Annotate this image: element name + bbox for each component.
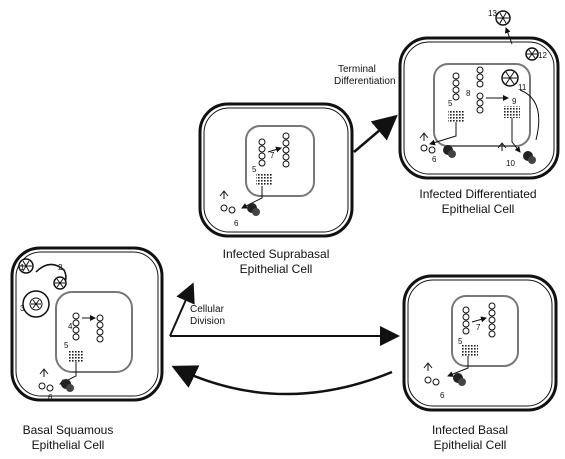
- endosome-icon: [22, 290, 50, 318]
- label-basal-1: Infected Basal: [432, 423, 508, 437]
- svg-text:5: 5: [64, 341, 69, 350]
- svg-text:12: 12: [538, 51, 547, 60]
- svg-text:6: 6: [234, 219, 239, 228]
- virion-icon: [53, 276, 67, 290]
- mrna-block-icon: [68, 350, 84, 362]
- mrna-block-icon: [256, 174, 272, 186]
- svg-text:8: 8: [466, 89, 471, 98]
- label-basal-squamous-1: Basal Squamous: [23, 423, 114, 437]
- svg-text:6: 6: [432, 155, 437, 164]
- ribosome-icon: [443, 145, 456, 158]
- label-suprabasal-1: Infected Suprabasal: [223, 247, 330, 261]
- label-differentiated-1: Infected Differentiated: [419, 187, 536, 201]
- svg-text:9: 9: [512, 97, 517, 106]
- mrna-block-icon: [504, 106, 520, 118]
- ribosome-icon: [523, 151, 536, 164]
- ribosome-icon: [453, 373, 466, 386]
- cell-infected-basal: [402, 274, 558, 412]
- svg-text:5: 5: [252, 165, 257, 174]
- viral-dna-icon: [452, 66, 484, 114]
- label-terminal-2: Differentiation: [334, 76, 396, 87]
- svg-text:7: 7: [476, 323, 481, 332]
- released-virion-icon: [495, 10, 511, 26]
- viral-dna-icon: [258, 132, 290, 168]
- svg-text:6: 6: [48, 393, 53, 402]
- label-division-1: Cellular: [190, 304, 225, 315]
- viral-dna-icon: [72, 312, 104, 343]
- cell-differentiated: [398, 36, 560, 180]
- mrna-block-icon: [462, 344, 478, 356]
- cell-suprabasal: [198, 102, 354, 238]
- svg-text:4: 4: [68, 322, 73, 331]
- svg-text:1: 1: [20, 263, 25, 272]
- svg-text:7: 7: [270, 151, 275, 160]
- svg-text:5: 5: [448, 99, 453, 108]
- svg-text:3: 3: [20, 304, 25, 313]
- arrow-terminal-differentiation: [353, 114, 398, 153]
- arrow-division-up: [169, 282, 195, 337]
- svg-text:11: 11: [518, 83, 527, 92]
- label-division-2: Division: [190, 316, 225, 327]
- cell-basal-squamous: [10, 246, 164, 402]
- label-terminal-1: Terminal: [338, 64, 376, 75]
- virion-icon: [525, 47, 539, 61]
- svg-text:13: 13: [488, 9, 497, 18]
- label-differentiated-2: Epithelial Cell: [442, 202, 515, 216]
- svg-text:5: 5: [458, 337, 463, 346]
- capsid-assembly-icon: [501, 69, 519, 87]
- label-basal-2: Epithelial Cell: [434, 438, 507, 452]
- ribosome-icon: [247, 203, 260, 216]
- viral-dna-icon: [462, 302, 496, 338]
- ribosome-icon: [61, 379, 74, 392]
- virion-icon: [18, 258, 34, 274]
- svg-text:6: 6: [440, 391, 445, 400]
- mrna-block-icon: [448, 110, 464, 122]
- svg-text:2: 2: [58, 263, 63, 272]
- label-basal-squamous-2: Epithelial Cell: [32, 438, 105, 452]
- arrow-return-basal: [171, 365, 393, 396]
- label-suprabasal-2: Epithelial Cell: [240, 262, 313, 276]
- svg-text:10: 10: [506, 159, 515, 168]
